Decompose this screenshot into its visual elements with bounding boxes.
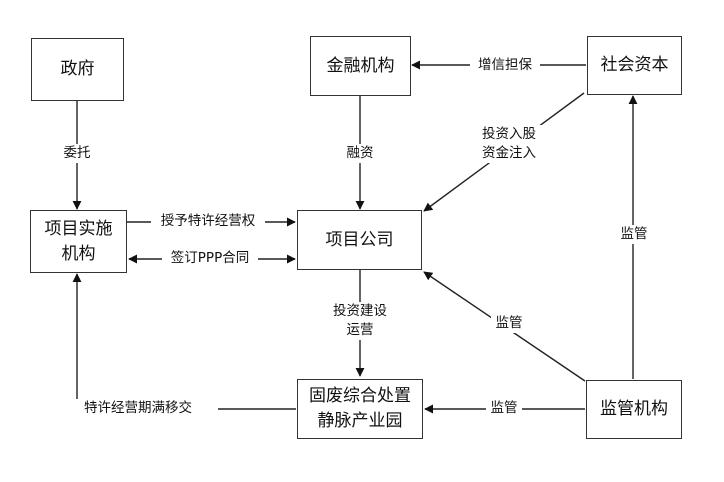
node-industrial-park-line2: 静脉产业园: [317, 411, 403, 431]
label-financing: 融资: [342, 144, 378, 163]
label-entrust-text: 委托: [63, 145, 91, 161]
label-regulate-park-text: 监管: [490, 400, 518, 416]
label-grant-franchise-text: 授予特许经营权: [160, 213, 256, 229]
label-credit-guarantee-text: 增信担保: [478, 57, 532, 73]
node-implementing-agency-line1: 项目实施: [44, 218, 113, 239]
label-financing-text: 融资: [346, 145, 374, 161]
node-implementing-agency: 项目实施 机构: [30, 210, 127, 273]
label-sign-ppp: 签订PPP合同: [162, 249, 258, 268]
label-regulate-park: 监管: [486, 399, 522, 418]
label-sign-ppp-text: 签订PPP合同: [170, 250, 250, 266]
node-regulator-label: 监管机构: [600, 399, 668, 419]
node-government: 政府: [31, 38, 124, 101]
node-regulator: 监管机构: [586, 380, 682, 439]
label-regulate-capital: 监管: [616, 225, 652, 244]
label-investment: 投资入股 资金注入: [474, 125, 544, 163]
label-handover-text: 特许经营期满移交: [84, 400, 192, 416]
node-government-label: 政府: [60, 59, 95, 79]
node-industrial-park: 固废综合处置 静脉产业园: [297, 379, 423, 439]
node-social-capital-label: 社会资本: [600, 55, 669, 75]
label-credit-guarantee: 增信担保: [470, 56, 540, 75]
label-build-operate: 投资建设 运营: [324, 302, 396, 340]
node-social-capital: 社会资本: [587, 36, 682, 95]
node-industrial-park-line1: 固废综合处置: [309, 386, 411, 406]
label-regulate-capital-text: 监管: [620, 226, 648, 242]
node-financial-institution: 金融机构: [310, 36, 411, 96]
edge-handover: [72, 273, 296, 410]
node-project-company: 项目公司: [297, 210, 422, 270]
label-entrust: 委托: [59, 144, 95, 163]
label-handover: 特许经营期满移交: [58, 399, 218, 418]
label-grant-franchise: 授予特许经营权: [151, 212, 265, 231]
node-implementing-agency-line2: 机构: [61, 243, 96, 264]
node-financial-institution-label: 金融机构: [326, 55, 395, 76]
label-regulate-company: 监管: [491, 314, 527, 333]
label-investment-line1: 投资入股: [482, 126, 536, 142]
node-project-company-label: 项目公司: [325, 229, 394, 250]
label-build-operate-line1: 投资建设: [333, 303, 387, 319]
label-investment-line2: 资金注入: [482, 145, 536, 161]
label-regulate-company-text: 监管: [495, 315, 523, 331]
label-build-operate-line2: 运营: [346, 322, 374, 338]
